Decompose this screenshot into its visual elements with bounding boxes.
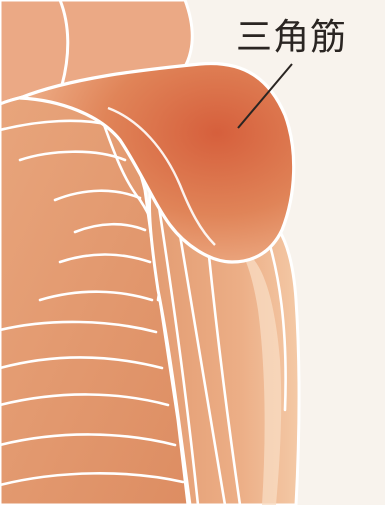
deltoid-label: 三角筋 xyxy=(236,18,347,58)
